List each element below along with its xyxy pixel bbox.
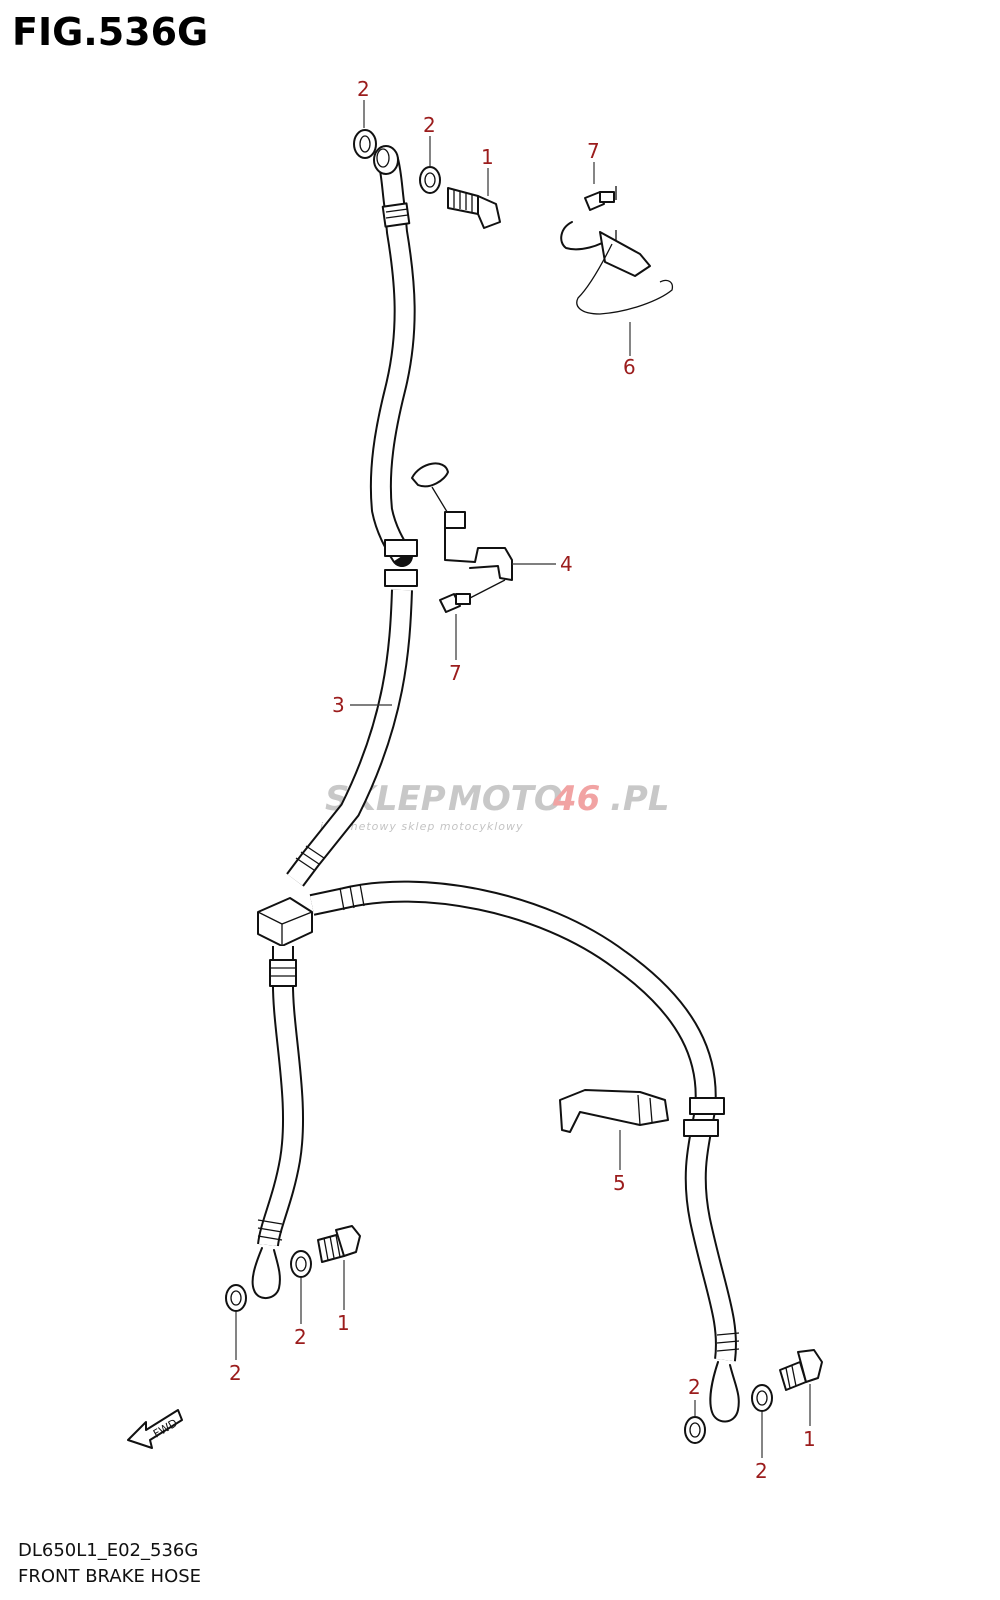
- callouts: 2 2 1 7 6 4 7 3 5 2 2 1 2 2 1: [229, 77, 816, 1483]
- watermark-tagline: internetowy sklep motocyklowy: [320, 820, 524, 833]
- callout-2: 2: [357, 77, 370, 101]
- left-brake-hose: [251, 946, 305, 1299]
- callout-2: 2: [294, 1325, 307, 1349]
- bolt-7-middle: [439, 579, 506, 613]
- fwd-arrow: FWD: [127, 1409, 183, 1449]
- callout-2: 2: [229, 1361, 242, 1385]
- watermark: SKLEP MOTO 46 .PL internetowy sklep moto…: [320, 779, 670, 833]
- watermark-brand-b: MOTO: [448, 779, 563, 819]
- washer-2-right-b: [751, 1384, 773, 1412]
- washer-2-top-b: [419, 166, 441, 194]
- washer-2-top-a: [353, 129, 377, 159]
- right-brake-hose: [309, 880, 740, 1423]
- figure-name: FRONT BRAKE HOSE: [18, 1566, 202, 1587]
- hose-bracket-4: [411, 462, 513, 581]
- callout-6: 6: [623, 355, 636, 379]
- callout-3: 3: [332, 693, 345, 717]
- upper-brake-hose: [369, 145, 418, 587]
- callout-1: 1: [803, 1427, 816, 1451]
- banjo-bolt-1-top: [447, 187, 501, 229]
- figure-code: DL650L1_E02_536G: [18, 1540, 199, 1561]
- washer-2-left-b: [290, 1250, 312, 1278]
- callout-4: 4: [560, 552, 573, 576]
- leader-lines: [235, 100, 811, 1458]
- watermark-brand-d: .PL: [610, 779, 670, 819]
- callout-1: 1: [337, 1311, 350, 1335]
- washer-2-left-a: [225, 1284, 247, 1312]
- washer-2-right-a: [684, 1416, 706, 1444]
- callout-2: 2: [423, 113, 436, 137]
- banjo-bolt-1-right: [779, 1349, 823, 1391]
- callout-1: 1: [481, 145, 494, 169]
- watermark-brand-c: 46: [552, 779, 600, 819]
- banjo-bolt-1-left: [317, 1225, 361, 1263]
- callout-5: 5: [613, 1171, 626, 1195]
- main-brake-hose: [286, 589, 413, 887]
- callout-7: 7: [587, 139, 600, 163]
- callout-2: 2: [688, 1375, 701, 1399]
- hose-bracket-5: [559, 1089, 669, 1133]
- three-way-joint: [257, 897, 313, 947]
- hose-clamp-6: [560, 221, 674, 315]
- figure-title: FIG.536G: [12, 10, 209, 54]
- callout-7: 7: [449, 661, 462, 685]
- callout-2: 2: [755, 1459, 768, 1483]
- bolt-7-top: [584, 186, 617, 240]
